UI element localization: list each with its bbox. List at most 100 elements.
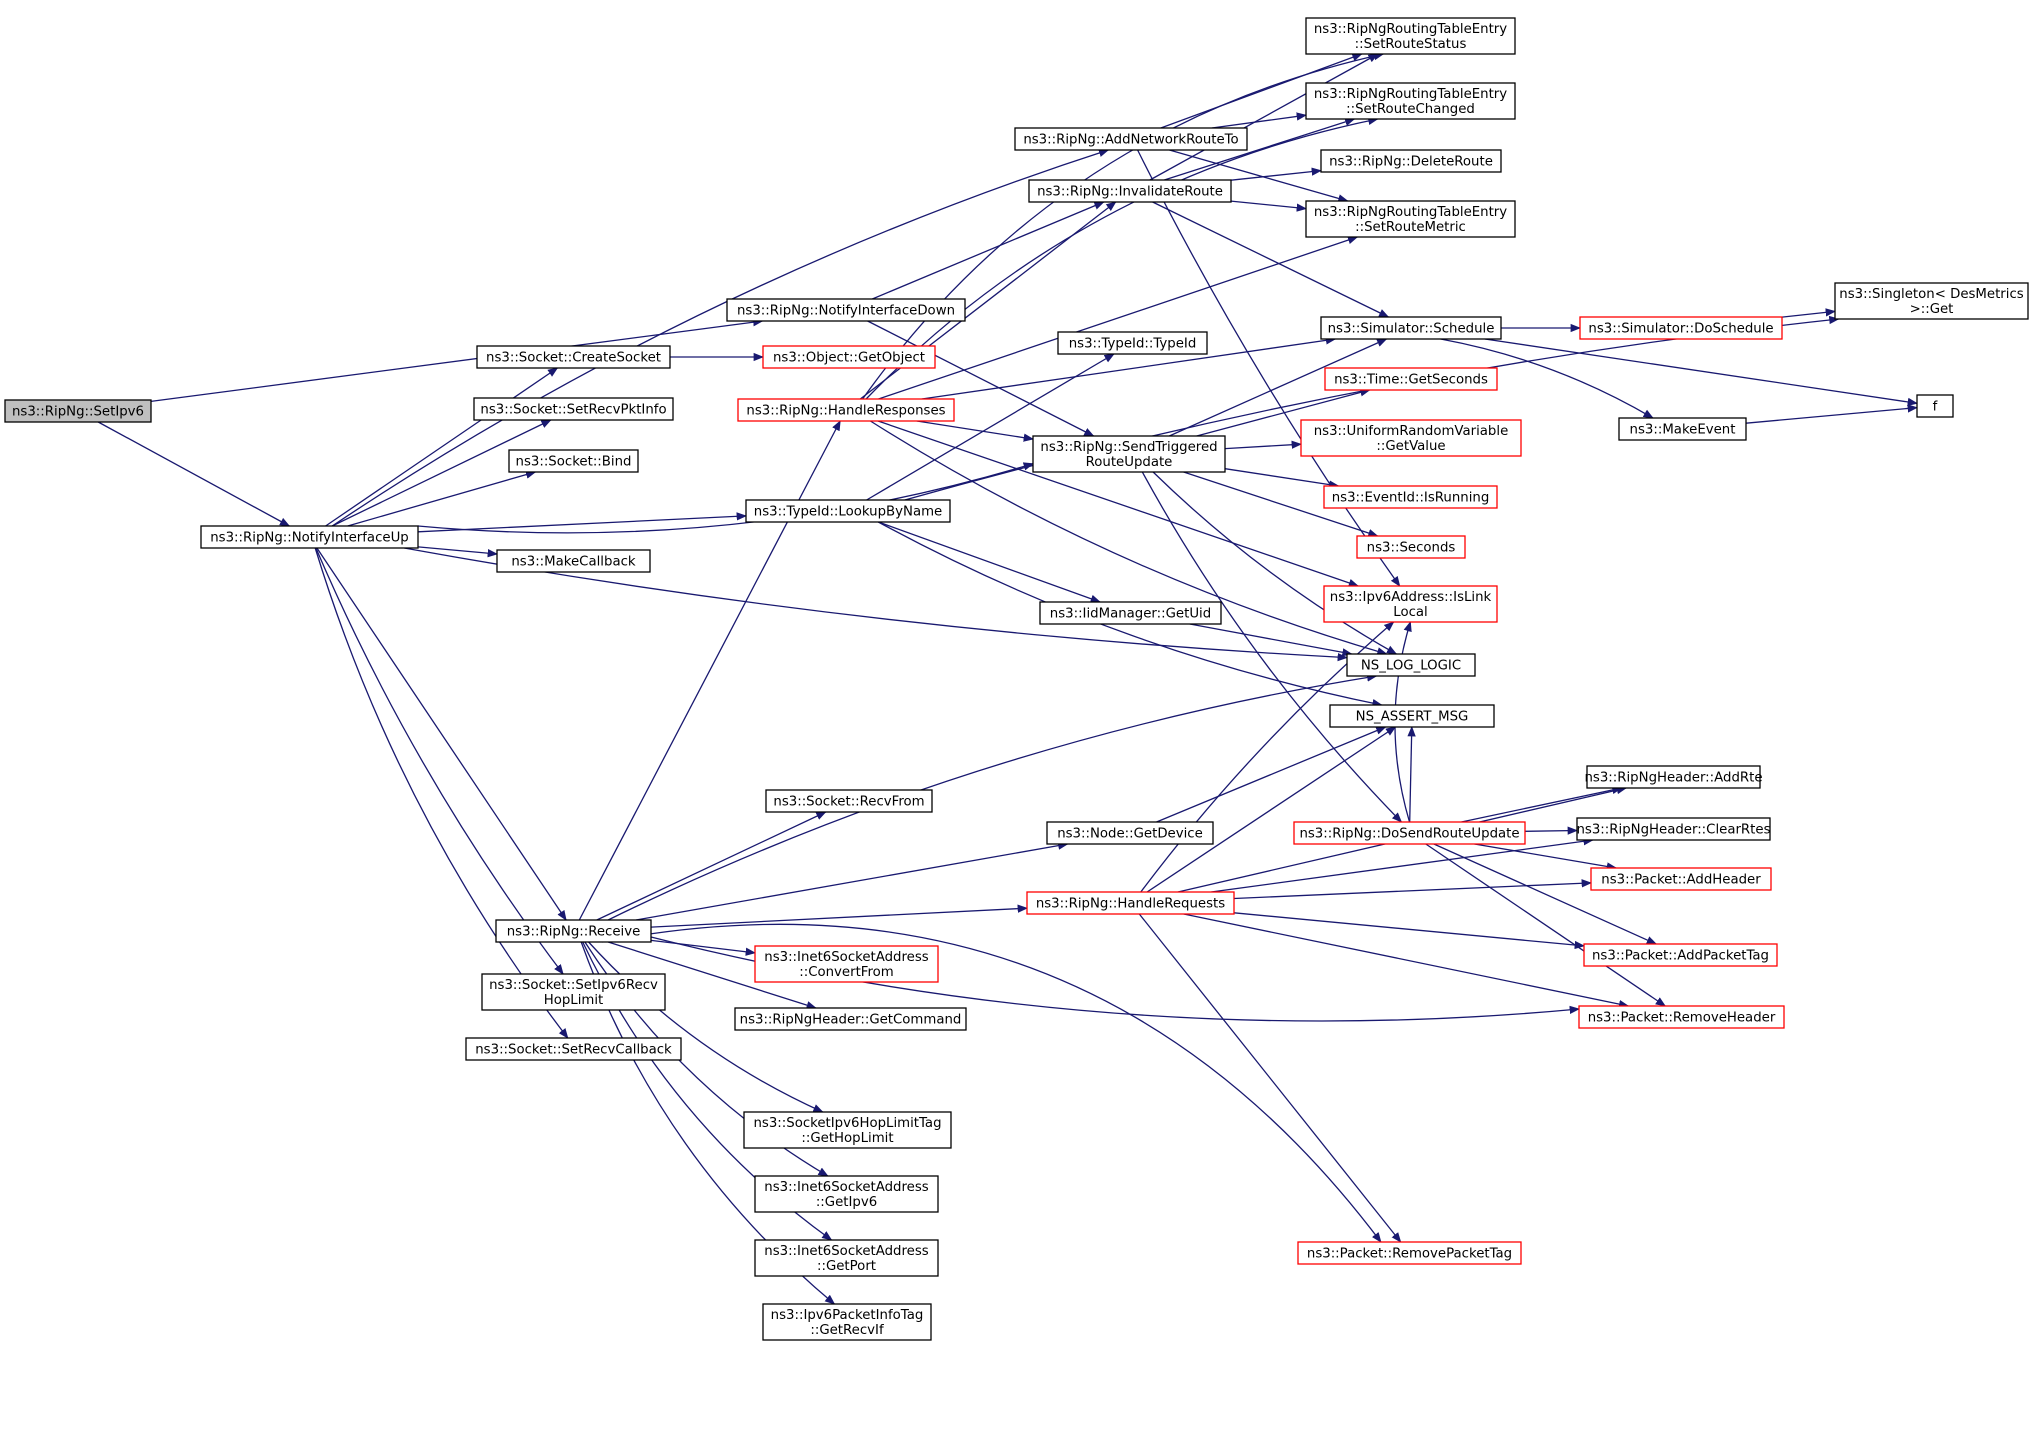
node-typeid[interactable]: ns3::TypeId::TypeId (1057, 331, 1208, 355)
edge-arrow (1233, 879, 1593, 900)
node-removeheader[interactable]: ns3::Packet::RemoveHeader (1578, 1005, 1785, 1029)
node-getcommand[interactable]: ns3::RipNgHeader::GetCommand (734, 1007, 967, 1031)
node-singleton[interactable]: ns3::Singleton< DesMetrics>::Get (1834, 282, 2029, 320)
edge-setipv6-to-ifup (97, 421, 291, 527)
edge-arrow (1189, 623, 1353, 657)
node-recvfrom[interactable]: ns3::Socket::RecvFrom (765, 789, 933, 813)
edge-arrow (1183, 471, 1379, 538)
node-label: ns3::Socket::SetRecvCallback (475, 1043, 672, 1058)
node-setrecvpkt[interactable]: ns3::Socket::SetRecvPktInfo (473, 397, 674, 421)
node-getdevice[interactable]: ns3::Node::GetDevice (1046, 821, 1214, 845)
edge-arrow (601, 923, 1382, 1243)
node-getipv6[interactable]: ns3::Inet6SocketAddress::GetIpv6 (754, 1175, 939, 1213)
node-box (1576, 817, 1771, 841)
edge-sendtrig-to-dosend (1141, 471, 1403, 823)
node-box (1618, 417, 1747, 441)
node-box (1834, 282, 2029, 320)
edge-getuid-to-nslog (1189, 623, 1353, 657)
node-getrecvif[interactable]: ns3::Ipv6PacketInfoTag::GetRecvIf (762, 1303, 932, 1341)
node-schedule[interactable]: ns3::Simulator::Schedule (1320, 316, 1502, 340)
node-addheader[interactable]: ns3::Packet::AddHeader (1590, 867, 1772, 891)
edge-arrow (1781, 308, 1837, 318)
node-addrte[interactable]: ns3::RipNgHeader::AddRte (1584, 765, 1763, 789)
node-label: ns3::RipNgRoutingTableEntry (1314, 87, 1507, 102)
node-label: ns3::Socket::CreateSocket (486, 351, 661, 366)
node-lookupbyname[interactable]: ns3::TypeId::LookupByName (745, 499, 951, 523)
node-label: ns3::RipNg::DeleteRoute (1329, 155, 1493, 170)
node-box (1320, 149, 1502, 173)
edge-sendtrig-to-getvalue (1224, 440, 1303, 450)
node-invalidate[interactable]: ns3::RipNg::InvalidateRoute (1028, 179, 1232, 203)
edge-arrow (316, 547, 567, 921)
edge-arrow (1474, 843, 1618, 871)
node-setroutemetric[interactable]: ns3::RipNgRoutingTableEntry::SetRouteMet… (1305, 200, 1516, 238)
node-ifup[interactable]: ns3::RipNg::NotifyInterfaceUp (200, 525, 419, 549)
edge-arrow (870, 420, 1388, 656)
node-f[interactable]: f (1916, 394, 1954, 418)
edge-handlereq-to-addheader (1233, 879, 1593, 900)
node-createsock[interactable]: ns3::Socket::CreateSocket (476, 345, 671, 369)
node-getport[interactable]: ns3::Inet6SocketAddress::GetPort (754, 1239, 939, 1277)
node-deleteroute[interactable]: ns3::RipNg::DeleteRoute (1320, 149, 1502, 173)
node-isrunning[interactable]: ns3::EventId::IsRunning (1323, 485, 1498, 509)
node-label: ns3::Socket::SetIpv6Recv (489, 978, 658, 993)
node-convertfrom[interactable]: ns3::Inet6SocketAddress::ConvertFrom (754, 945, 939, 983)
node-box (1039, 601, 1222, 625)
node-addpackettag[interactable]: ns3::Packet::AddPacketTag (1583, 943, 1778, 967)
edge-handleresp-to-islinklocal (877, 420, 1360, 587)
node-makeevent[interactable]: ns3::MakeEvent (1618, 417, 1747, 441)
edge-dosend-to-addheader (1474, 843, 1618, 871)
edge-arrow (1407, 725, 1416, 823)
edge-arrow (1141, 471, 1403, 823)
edge-addnet-to-islinklocal (1137, 149, 1401, 587)
edge-arrow (607, 673, 1378, 921)
node-receive[interactable]: ns3::RipNg::Receive (495, 919, 652, 943)
node-ifdown[interactable]: ns3::RipNg::NotifyInterfaceDown (726, 298, 966, 322)
node-box (1028, 179, 1232, 203)
node-gethoplimit[interactable]: ns3::SocketIpv6HopLimitTag::GetHopLimit (743, 1111, 952, 1149)
node-handleresp[interactable]: ns3::RipNg::HandleResponses (737, 398, 955, 422)
edge-arrow (1433, 843, 1658, 945)
node-setroutestatus[interactable]: ns3::RipNgRoutingTableEntry::SetRouteSta… (1305, 17, 1516, 55)
edge-makeevent-to-f (1745, 404, 1919, 424)
node-addnet[interactable]: ns3::RipNg::AddNetworkRouteTo (1014, 127, 1248, 151)
node-label: ns3::MakeCallback (511, 555, 636, 570)
node-label: ns3::RipNgHeader::ClearRtes (1576, 823, 1770, 838)
node-getvalue[interactable]: ns3::UniformRandomVariable::GetValue (1300, 419, 1522, 457)
node-getseconds[interactable]: ns3::Time::GetSeconds (1324, 367, 1498, 391)
node-box (762, 345, 936, 369)
edge-ifup-to-addnet (331, 148, 1110, 527)
node-handlereq[interactable]: ns3::RipNg::HandleRequests (1026, 891, 1235, 915)
edge-receive-to-convertfrom (650, 939, 757, 956)
edge-handlereq-to-removepackettag (1138, 913, 1402, 1243)
edge-ifup-to-bind (347, 470, 537, 527)
node-getobject[interactable]: ns3::Object::GetObject (762, 345, 936, 369)
node-box (1356, 535, 1466, 559)
edge-arrow (866, 353, 1115, 501)
node-setrecvcb[interactable]: ns3::Socket::SetRecvCallback (465, 1037, 682, 1061)
edge-arrow (916, 420, 1035, 442)
edge-arrow (859, 201, 1117, 400)
node-clearrtes[interactable]: ns3::RipNgHeader::ClearRtes (1576, 817, 1771, 841)
node-bind[interactable]: ns3::Socket::Bind (508, 449, 639, 473)
edge-sendtrig-to-isrunning (1224, 468, 1340, 489)
node-box (476, 345, 671, 369)
node-label: ns3::RipNg::SendTriggered (1040, 440, 1217, 455)
node-setroutechanged[interactable]: ns3::RipNgRoutingTableEntry::SetRouteCha… (1305, 82, 1516, 120)
node-label: ns3::Socket::SetRecvPktInfo (480, 403, 666, 418)
node-dosend[interactable]: ns3::RipNg::DoSendRouteUpdate (1293, 821, 1526, 845)
node-label: ns3::Socket::Bind (516, 455, 632, 470)
node-seconds[interactable]: ns3::Seconds (1356, 535, 1466, 559)
node-getuid[interactable]: ns3::IidManager::GetUid (1039, 601, 1222, 625)
node-nsassert[interactable]: NS_ASSERT_MSG (1329, 704, 1495, 728)
node-box (745, 499, 951, 523)
node-removepackettag[interactable]: ns3::Packet::RemovePacketTag (1297, 1241, 1522, 1265)
node-makecallback[interactable]: ns3::MakeCallback (496, 549, 651, 573)
edge-arrow (1137, 149, 1401, 587)
node-doschedule[interactable]: ns3::Simulator::DoSchedule (1579, 316, 1783, 340)
edge-handlereq-to-clearrtes (1211, 837, 1594, 893)
node-nslog[interactable]: NS_LOG_LOGIC (1346, 653, 1476, 677)
